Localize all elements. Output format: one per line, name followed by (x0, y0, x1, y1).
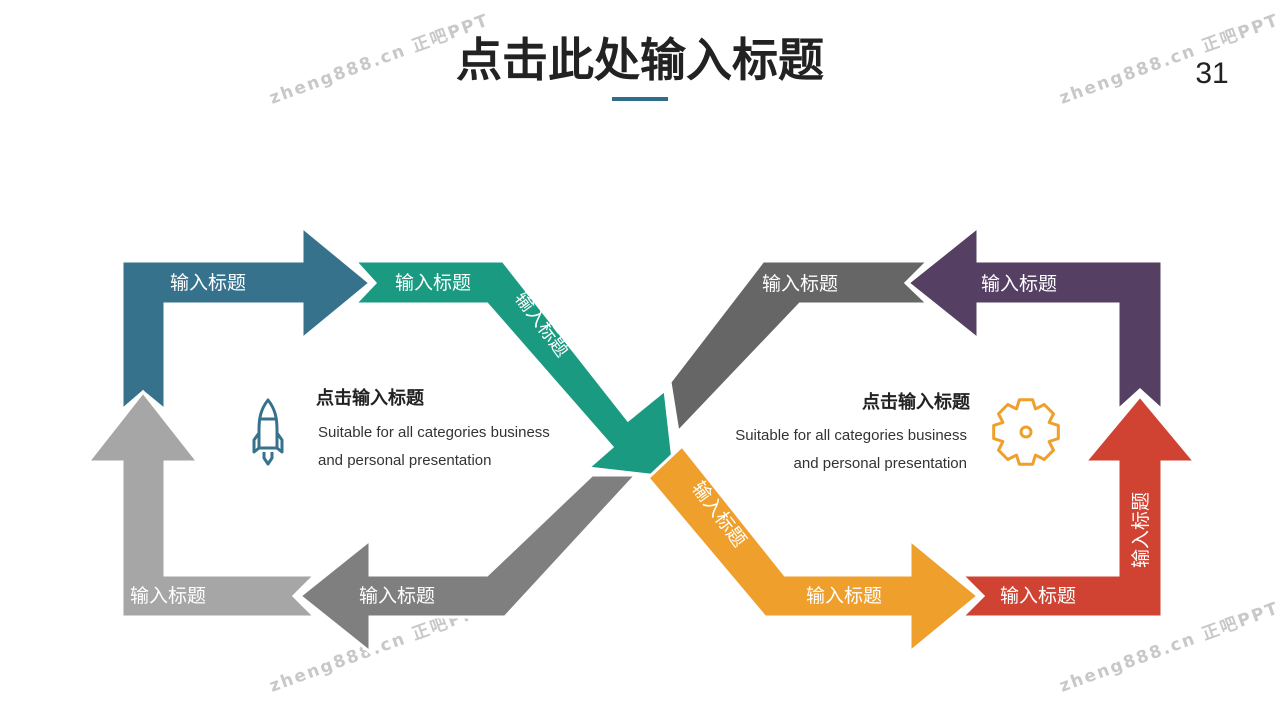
page-number: 31 (1195, 57, 1228, 90)
right-block-line2: and personal presentation (794, 455, 967, 472)
arrow-orange-label: 输入标题 (806, 585, 882, 607)
arrow-dark-gray-lower-label: 输入标题 (359, 585, 435, 607)
arrow-red-label: 输入标题 (1000, 585, 1076, 607)
right-block-line1: Suitable for all categories business (735, 427, 967, 444)
arrow-purple-label: 输入标题 (981, 273, 1057, 295)
arrow-teal[interactable] (351, 259, 677, 480)
arrow-teal-label: 输入标题 (395, 272, 471, 294)
arrow-blue-label: 输入标题 (170, 272, 246, 294)
arrow-light-gray-label: 输入标题 (130, 585, 206, 607)
arrow-dark-gray-lower[interactable] (297, 473, 640, 656)
arrow-light-gray[interactable] (84, 389, 319, 619)
arrow-purple[interactable] (905, 223, 1164, 414)
left-block-line2: and personal presentation (318, 452, 491, 469)
left-block-heading: 点击输入标题 (316, 387, 425, 409)
watermark: zheng888.cn 正吧PPT (1057, 10, 1280, 108)
title-underline (612, 97, 668, 101)
arrow-dark-gray-upper[interactable] (668, 259, 932, 436)
arrow-orange[interactable] (645, 443, 981, 656)
right-block-heading: 点击输入标题 (862, 391, 971, 413)
left-block-line1: Suitable for all categories business (318, 424, 550, 441)
arrow-red-vertical-label: 输入标题 (1130, 492, 1152, 568)
rocket-icon (252, 398, 284, 466)
page-title[interactable]: 点击此处输入标题 (456, 33, 824, 87)
gear-icon (992, 398, 1060, 466)
arrow-blue[interactable] (120, 223, 373, 414)
arrow-red[interactable] (958, 393, 1199, 619)
arrow-dark-gray-upper-label: 输入标题 (762, 273, 838, 295)
